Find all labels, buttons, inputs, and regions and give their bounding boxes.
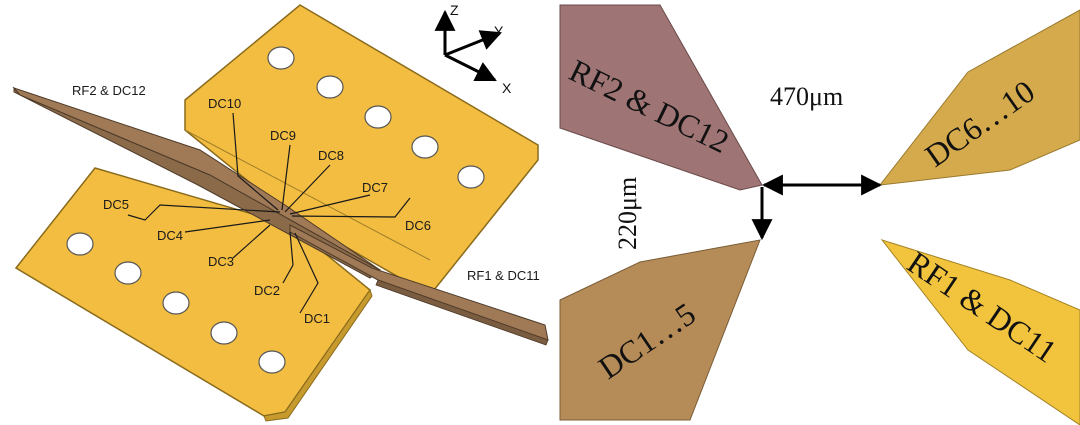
dc1-wire xyxy=(294,232,319,314)
axis-z-label: Z xyxy=(450,2,459,18)
dc4-wire xyxy=(184,219,271,233)
hole xyxy=(66,232,94,256)
axis-triad: Z Y X xyxy=(434,2,512,96)
dc6-wire xyxy=(291,197,411,218)
label-rf1-dc11: RF1 & DC11 xyxy=(467,268,540,283)
dc8-wire xyxy=(284,164,331,213)
label-rf2-dc12: RF2 & DC12 xyxy=(72,83,146,98)
hole xyxy=(114,261,142,285)
label-dc5: DC5 xyxy=(103,197,129,212)
hole xyxy=(267,46,295,70)
hole xyxy=(258,350,286,374)
dc-wires xyxy=(127,112,411,314)
label-dc8: DC8 xyxy=(318,148,344,163)
tips-zoom-view: RF2 & DC12 DC6…10 DC1…5 RF1 & DC11 470μm… xyxy=(559,4,1080,425)
hole xyxy=(162,291,190,315)
trap-3d-view: RF2 & DC12 DC10 DC9 DC8 DC7 DC6 DC5 DC4 … xyxy=(12,2,549,422)
label-dc3: DC3 xyxy=(208,254,234,269)
dc1-5-tip xyxy=(559,239,761,421)
axis-x-label: X xyxy=(502,80,512,96)
label-dc2: DC2 xyxy=(254,283,280,298)
hole xyxy=(457,165,485,189)
hole xyxy=(210,321,238,345)
hole xyxy=(411,135,439,159)
dc6-10-tip xyxy=(878,9,1080,186)
dc7-wire xyxy=(289,194,371,215)
top-gold-electrode xyxy=(184,4,539,296)
label-dc4: DC4 xyxy=(157,228,183,243)
dimension-label-vertical: 220μm xyxy=(613,177,642,250)
dc5-wire xyxy=(127,204,281,221)
rf2-dc12-tip xyxy=(559,4,763,191)
rf1-brown-plate-edge xyxy=(375,279,549,346)
label-dc10: DC10 xyxy=(208,96,241,111)
rf2-brown-plate-top xyxy=(12,86,381,271)
dc9-wire xyxy=(281,144,291,211)
dc2-wire xyxy=(282,231,294,284)
label-dc1: DC1 xyxy=(304,311,330,326)
label-dc9: DC9 xyxy=(270,128,296,143)
hole xyxy=(316,75,344,99)
bottom-gold-electrode-edge xyxy=(263,288,373,422)
label-dc7: DC7 xyxy=(362,180,388,195)
dc3-wire xyxy=(232,224,271,259)
hole xyxy=(364,105,392,129)
rf1-dc11-tip xyxy=(880,239,1080,425)
dimension-label-horizontal: 470μm xyxy=(770,82,843,111)
label-dc6: DC6 xyxy=(405,218,431,233)
top-gold-fold-line xyxy=(184,129,431,261)
axis-y-label: Y xyxy=(494,23,504,39)
dc10-wire xyxy=(232,112,279,211)
